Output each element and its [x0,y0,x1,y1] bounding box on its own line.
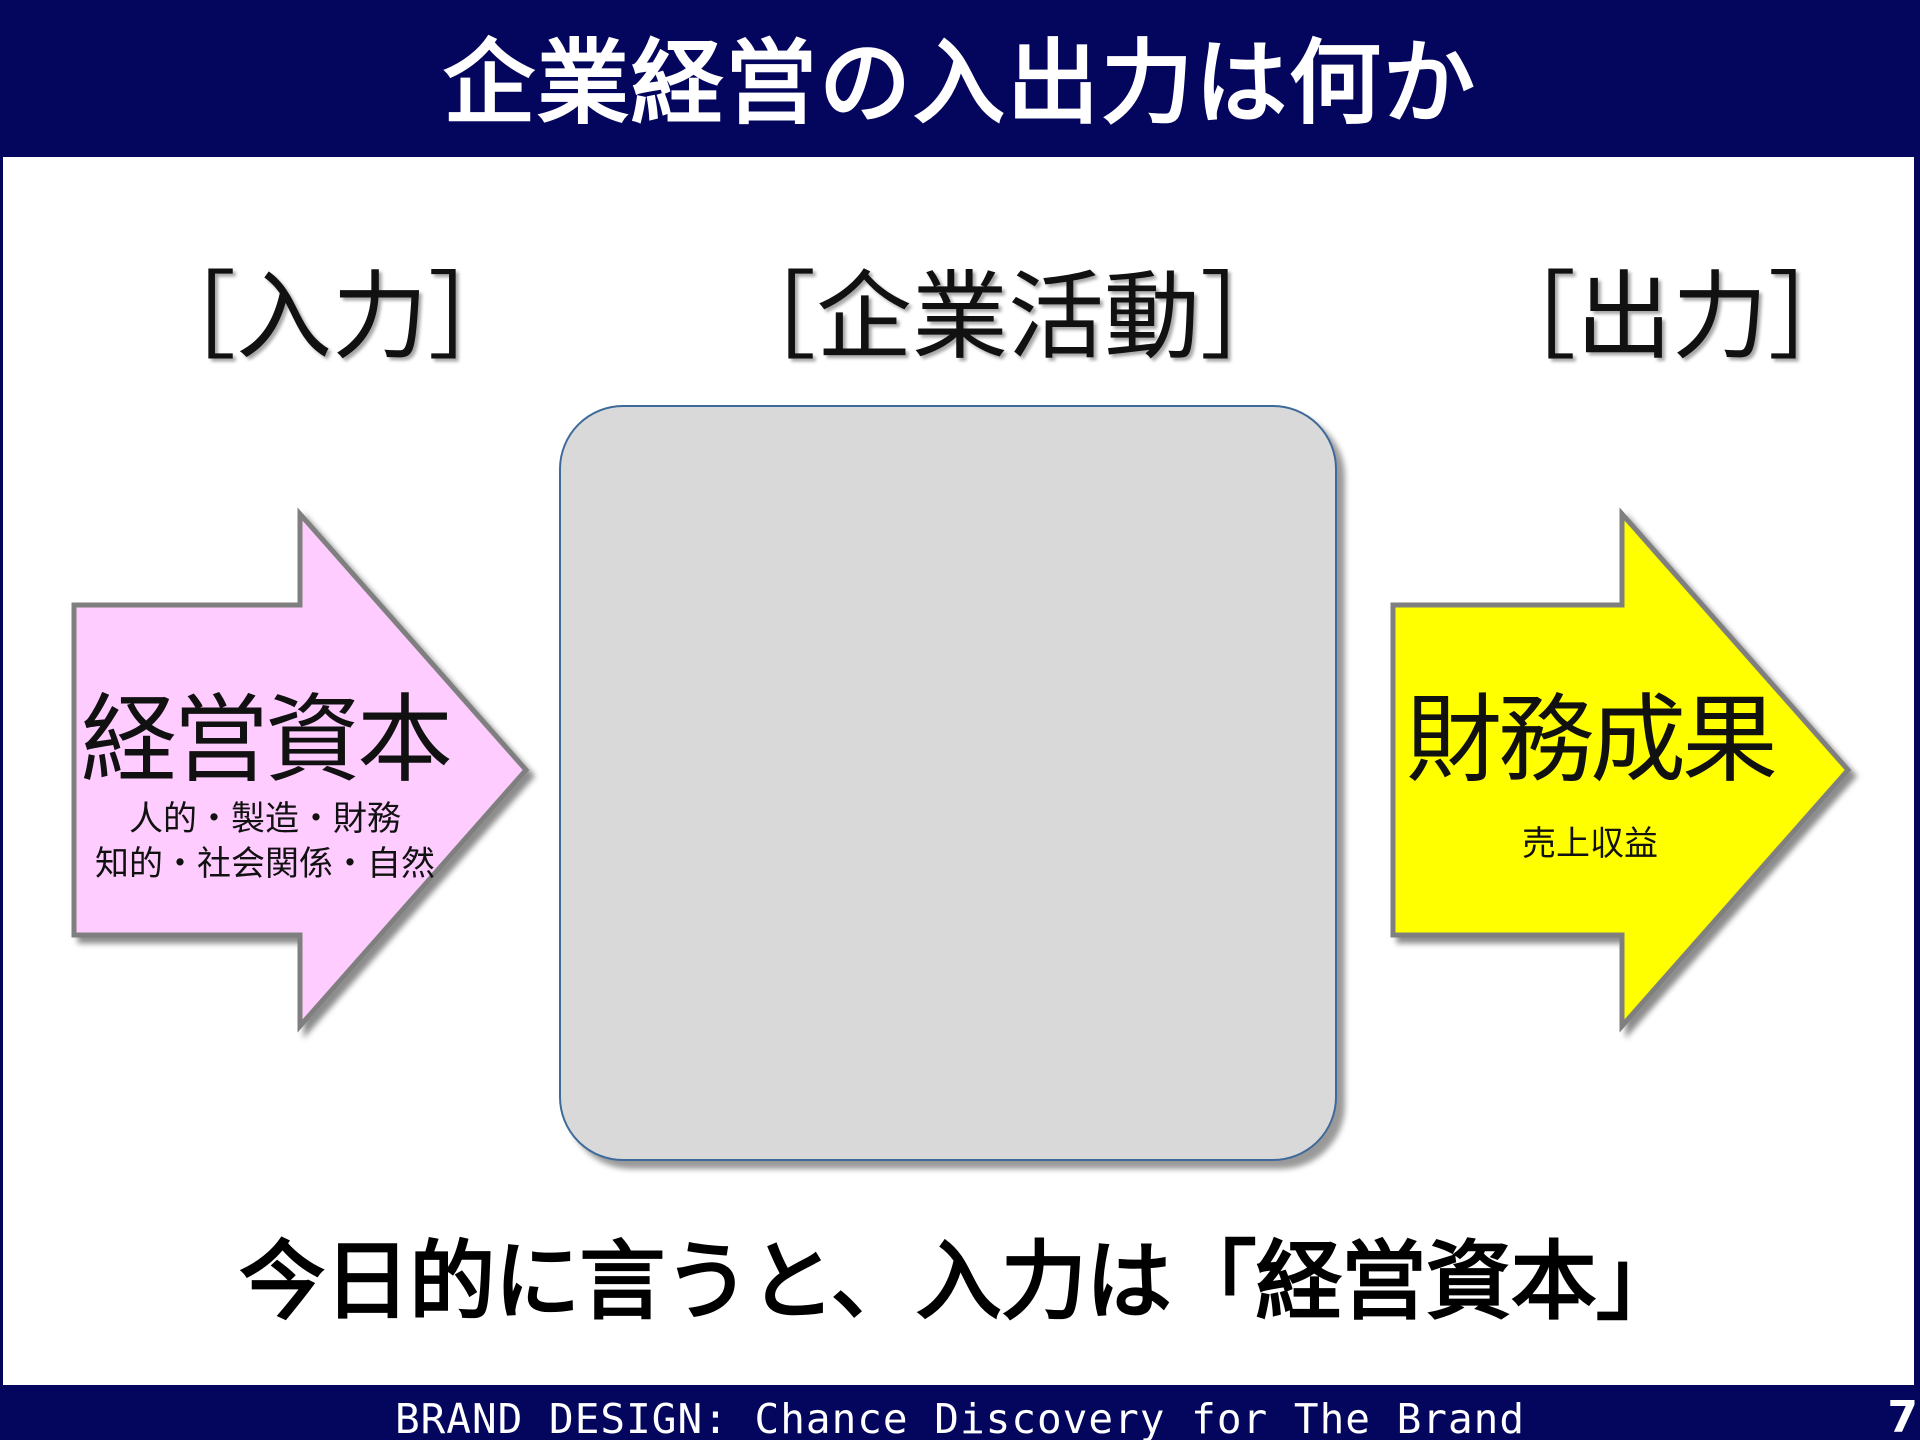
output-arrow-shape [1390,507,1852,1033]
input-arrow-main-text: 経営資本 [81,684,453,796]
input-label: ［入力］ [140,261,524,373]
output-arrow [1390,507,1852,1033]
frame-right-border [1914,157,1920,1385]
corporate-activity-box [559,405,1337,1161]
page-number: 7 [1887,1392,1918,1443]
input-arrow-sub-line1: 人的・製造・財務 [129,799,401,839]
input-arrow [71,507,530,1033]
input-arrow-sub-line2: 知的・社会関係・自然 [95,844,435,884]
page-title: 企業経営の入出力は何か [442,30,1477,137]
output-label: ［出力］ [1480,261,1864,373]
frame-left-border [0,157,3,1385]
output-arrow-sub-text: 売上収益 [1522,824,1658,864]
title-bar: 企業経営の入出力は何か [0,0,1920,157]
key-statement: 今日的に言うと、入力は「経営資本」 [239,1232,1682,1332]
input-arrow-shape [71,507,530,1033]
footer-text: BRAND DESIGN: Chance Discovery for The B… [394,1395,1526,1443]
footer-bar: BRAND DESIGN: Chance Discovery for The B… [0,1385,1920,1443]
corporate-activity-label: ［企業活動］ [720,261,1296,373]
output-arrow-main-text: 財務成果 [1406,684,1778,796]
